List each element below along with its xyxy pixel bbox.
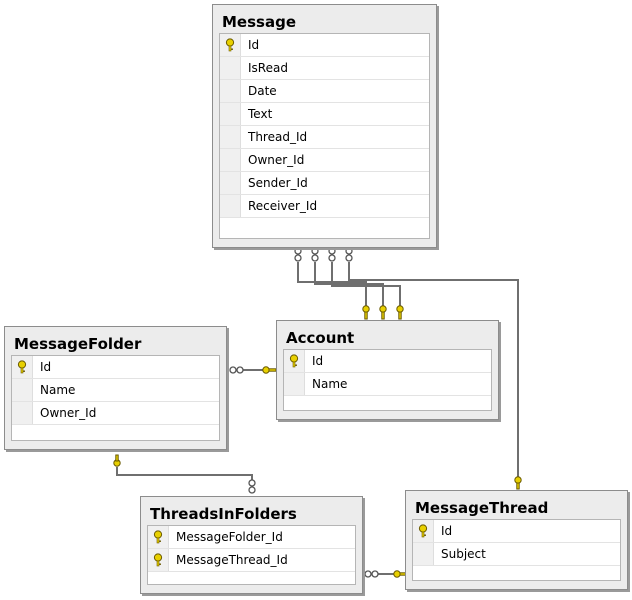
rel-message-account-3 xyxy=(331,262,401,306)
primary-key-icon xyxy=(225,38,235,52)
column-row[interactable]: Text xyxy=(220,103,429,126)
rel-message-thread xyxy=(348,262,519,478)
column-name: Thread_Id xyxy=(248,130,308,144)
column-row[interactable]: Id xyxy=(413,520,620,543)
column-row[interactable]: MessageFolder_Id xyxy=(148,526,355,549)
column-row[interactable]: Name xyxy=(284,373,491,396)
column-name: IsRead xyxy=(248,61,288,75)
table-title: ThreadsInFolders xyxy=(150,505,297,523)
column-name: Owner_Id xyxy=(40,406,97,420)
primary-key-icon xyxy=(418,524,428,538)
column-name: MessageFolder_Id xyxy=(176,530,283,544)
column-row[interactable]: MessageThread_Id xyxy=(148,549,355,572)
table-title: Message xyxy=(222,13,296,31)
column-name: Text xyxy=(248,107,273,121)
table-title: MessageFolder xyxy=(14,335,142,353)
column-row[interactable]: Receiver_Id xyxy=(220,195,429,218)
column-row[interactable]: IsRead xyxy=(220,57,429,80)
column-name: Receiver_Id xyxy=(248,199,318,213)
column-name: Owner_Id xyxy=(248,153,305,167)
column-row[interactable]: Id xyxy=(284,350,491,373)
primary-key-icon xyxy=(17,360,27,374)
primary-key-icon xyxy=(153,553,163,567)
table-message[interactable]: Message Id IsRead Date Text Thread_Id Ow… xyxy=(212,4,437,248)
column-name: Name xyxy=(312,377,348,391)
column-name: Id xyxy=(441,524,453,538)
column-list: MessageFolder_Id MessageThread_Id xyxy=(147,525,356,585)
table-threadsinfolders[interactable]: ThreadsInFolders MessageFolder_Id Messag… xyxy=(140,496,363,594)
column-name: Id xyxy=(40,360,52,374)
column-name: Id xyxy=(248,38,260,52)
primary-key-icon xyxy=(153,530,163,544)
column-row[interactable]: Sender_Id xyxy=(220,172,429,195)
column-row[interactable]: Owner_Id xyxy=(220,149,429,172)
column-row[interactable]: Date xyxy=(220,80,429,103)
table-title: Account xyxy=(286,329,355,347)
rel-message-account-2 xyxy=(314,262,384,306)
column-row[interactable]: Id xyxy=(220,34,429,57)
column-row[interactable]: Thread_Id xyxy=(220,126,429,149)
column-name: Date xyxy=(248,84,277,98)
table-messagethread[interactable]: MessageThread Id Subject xyxy=(405,490,628,590)
primary-key-icon xyxy=(289,354,299,368)
column-name: Id xyxy=(312,354,324,368)
column-list: Id Subject xyxy=(412,519,621,581)
column-name: MessageThread_Id xyxy=(176,553,288,567)
column-name: Sender_Id xyxy=(248,176,308,190)
column-row[interactable]: Id xyxy=(12,356,219,379)
column-name: Subject xyxy=(441,547,486,561)
rel-folder-threadsinfolders xyxy=(116,467,253,486)
column-name: Name xyxy=(40,383,76,397)
column-list: Id Name Owner_Id xyxy=(11,355,220,441)
column-row[interactable]: Owner_Id xyxy=(12,402,219,425)
column-list: Id IsRead Date Text Thread_Id Owner_Id S… xyxy=(219,33,430,239)
table-title: MessageThread xyxy=(415,499,549,517)
column-row[interactable]: Name xyxy=(12,379,219,402)
table-account[interactable]: Account Id Name xyxy=(276,320,499,420)
column-list: Id Name xyxy=(283,349,492,411)
column-row[interactable]: Subject xyxy=(413,543,620,566)
table-messagefolder[interactable]: MessageFolder Id Name Owner_Id xyxy=(4,326,227,450)
